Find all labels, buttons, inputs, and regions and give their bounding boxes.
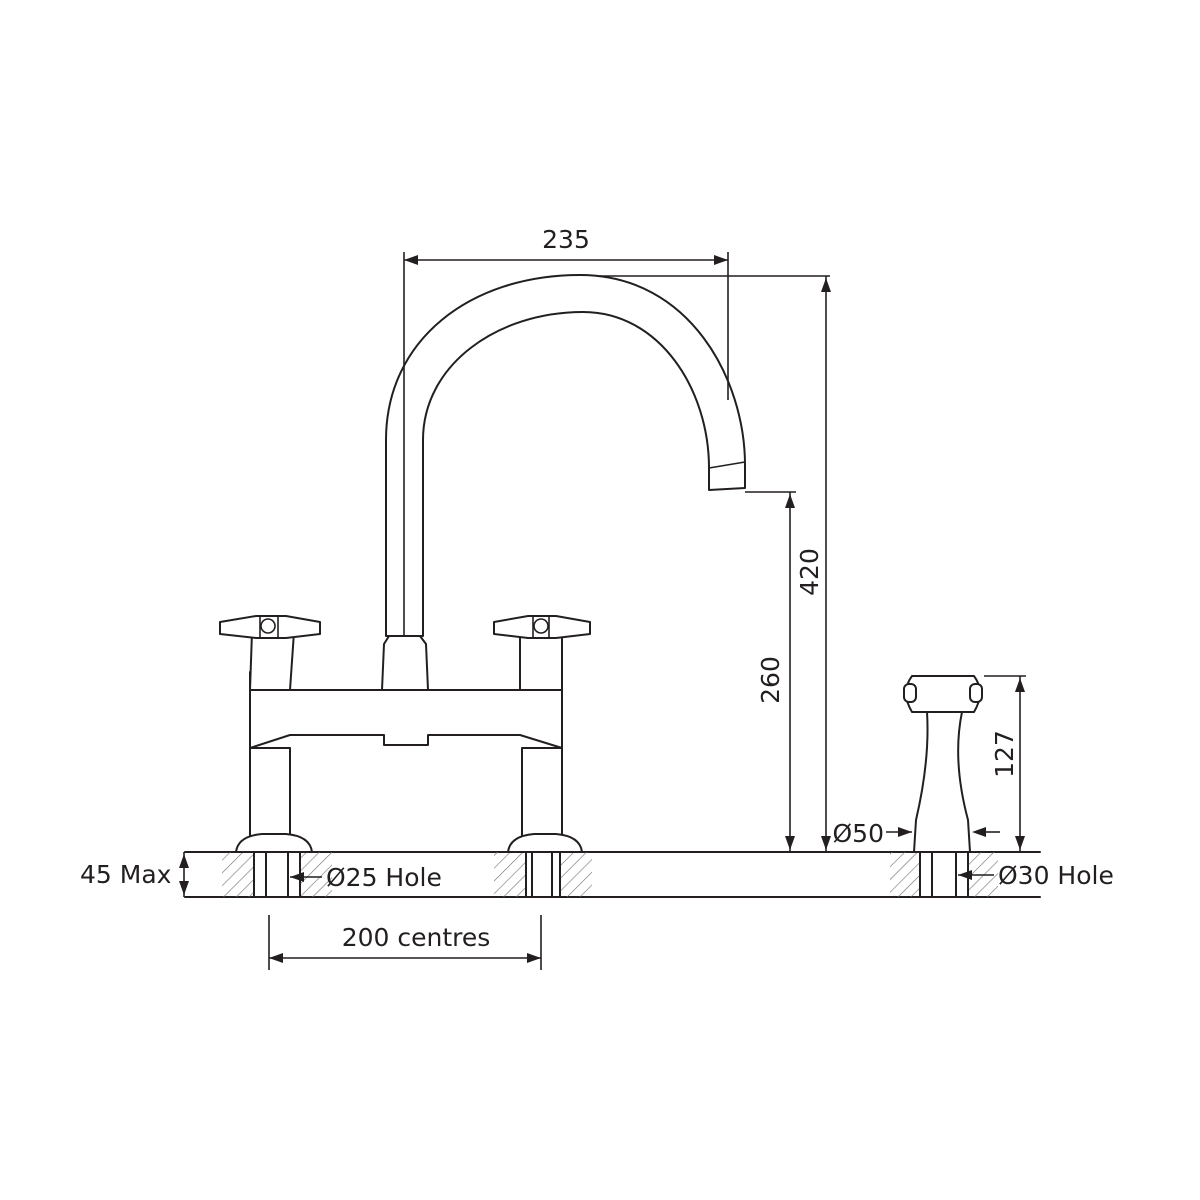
dim-spout-reach: 235 (403, 225, 729, 636)
dim-label-260: 260 (756, 656, 785, 704)
right-cross-handle[interactable] (493, 615, 591, 639)
worktop (184, 851, 1041, 898)
dim-label-o30-hole: Ø30 Hole (998, 861, 1114, 890)
spout (385, 274, 746, 637)
deck-hatch-right-b (560, 852, 592, 897)
label-tap-hole: Ø25 Hole (290, 863, 442, 892)
rinser-stem (913, 711, 971, 853)
dim-rinser-height: 127 (984, 675, 1026, 852)
deck-hatch-right-a (494, 852, 526, 897)
right-valve-column (521, 747, 563, 841)
dim-rinser-base: Ø50 (833, 819, 1000, 848)
right-valve-flange (507, 833, 583, 853)
dim-centres: 200 centres (268, 915, 542, 970)
bridge-tap (219, 274, 746, 853)
label-rinser-hole: Ø30 Hole (958, 861, 1114, 890)
rinser-spray (903, 675, 983, 853)
right-handle-cap-icon (533, 618, 549, 634)
left-handle-cap-icon (260, 618, 276, 634)
dim-label-45-max: 45 Max (80, 860, 171, 889)
spout-shroud (381, 635, 429, 691)
rinser-head (905, 675, 981, 713)
dim-label-127: 127 (990, 730, 1019, 778)
right-valve-body (519, 631, 563, 691)
left-valve-column (249, 747, 291, 841)
dim-label-200-centres: 200 centres (342, 923, 491, 952)
left-valve-body (249, 631, 295, 691)
deck-hatch-rinser-a (890, 852, 920, 897)
deck-hatch-left-a (222, 852, 254, 897)
left-cross-handle[interactable] (219, 615, 321, 639)
rinser-button-icon[interactable] (903, 683, 917, 703)
dim-label-420: 420 (795, 548, 824, 596)
dim-label-o50: Ø50 (833, 819, 885, 848)
dim-label-o25-hole: Ø25 Hole (326, 863, 442, 892)
deck-hatch-left-b (300, 852, 332, 897)
dim-overall-height: 420 (600, 275, 831, 852)
dim-spout-height: 260 (745, 491, 796, 852)
dim-deck-thickness: 45 Max (80, 852, 189, 897)
left-valve-flange (235, 833, 313, 853)
dim-label-235: 235 (542, 225, 590, 254)
